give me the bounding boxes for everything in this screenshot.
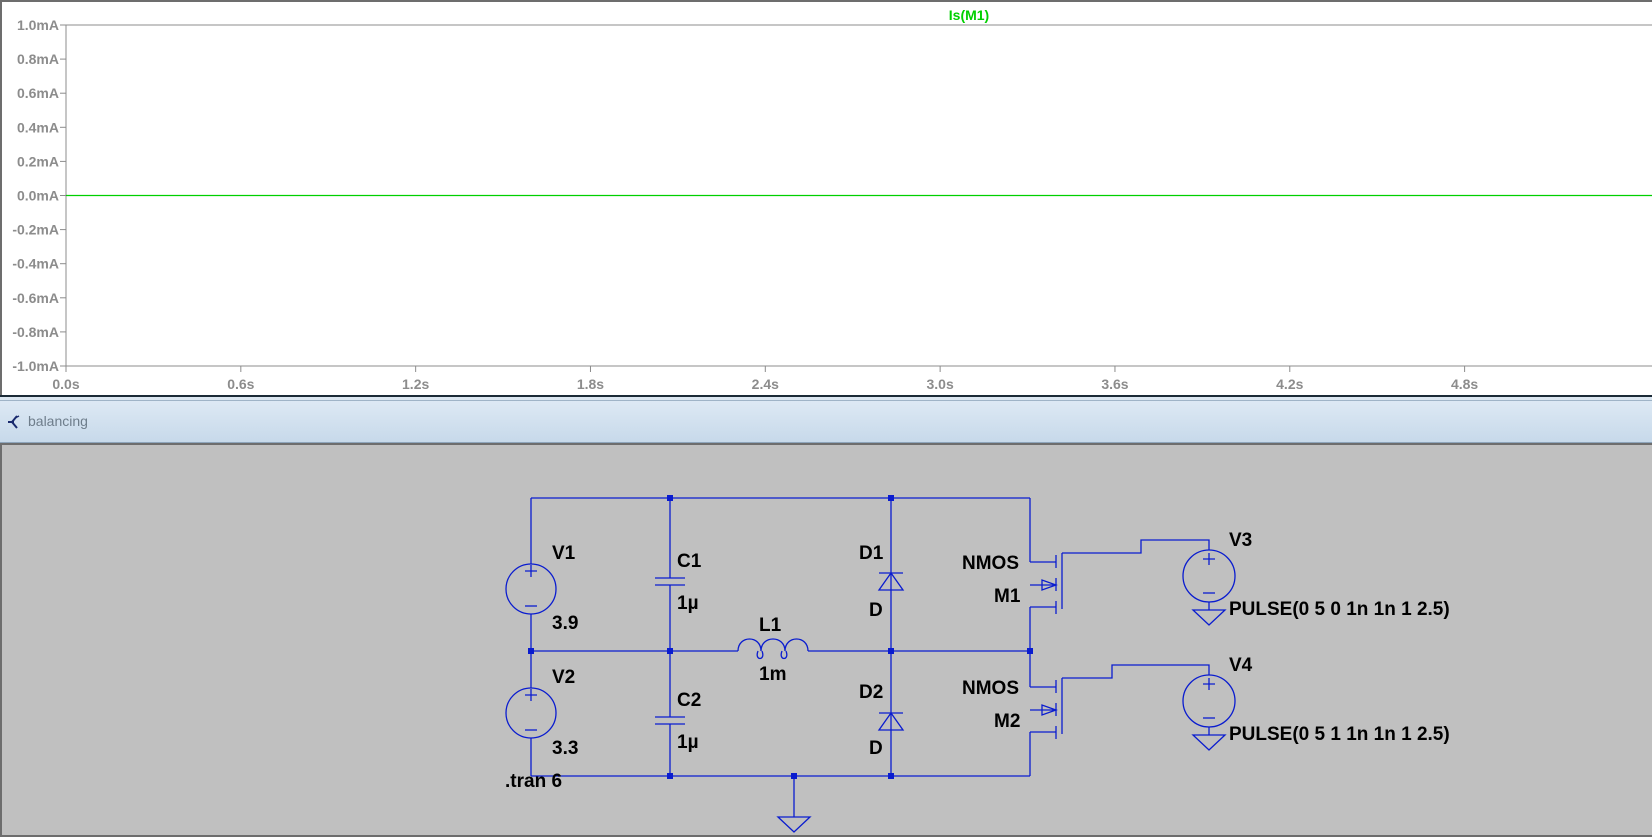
wire-m1-gate-to-v3 [1062, 539, 1210, 554]
v1-value-label: 3.9 [552, 613, 578, 634]
m2-name-label: M2 [994, 711, 1020, 732]
junction-node [1027, 648, 1033, 654]
schematic-window-title: balancing [28, 413, 88, 429]
schematic-app-icon [8, 415, 20, 429]
m2-model-label: NMOS [962, 678, 1019, 699]
y-tick-label: 0.4mA [17, 119, 59, 135]
y-tick-label: 0.8mA [17, 51, 59, 67]
junction-node [667, 495, 673, 501]
y-tick-label: 0.6mA [17, 85, 59, 101]
x-tick-label: 0.0s [52, 376, 79, 392]
y-tick-label: -0.4mA [12, 256, 59, 272]
schematic-drawing[interactable]: V1 3.9 V2 3.3 C1 1µ C2 1µ L1 1m D1 D D2 … [2, 445, 1652, 837]
y-tick-label: 0.0mA [17, 188, 59, 204]
junction-node [528, 648, 534, 654]
x-tick-label: 4.8s [1451, 376, 1478, 392]
x-tick-label: 4.2s [1276, 376, 1303, 392]
capacitor-c2[interactable] [655, 716, 685, 725]
v4-value-label: PULSE(0 5 1 1n 1n 1 2.5) [1229, 724, 1450, 745]
m1-model-label: NMOS [962, 553, 1019, 574]
waveform-plot[interactable]: 1.0mA 0.8mA 0.6mA 0.4mA 0.2mA 0.0mA -0.2mA -0.4… [2, 2, 1652, 397]
y-tick-label: -0.2mA [12, 222, 59, 238]
c1-value-label: 1µ [677, 593, 699, 614]
x-tick-label: 3.6s [1101, 376, 1128, 392]
tran-directive[interactable]: .tran 6 [505, 771, 562, 792]
y-tick-label: 0.2mA [17, 153, 59, 169]
nmos-transistor-m2[interactable] [1030, 678, 1063, 739]
nmos-transistor-m1[interactable] [1030, 553, 1063, 614]
ground-symbol-main [776, 816, 812, 833]
junction-node [667, 773, 673, 779]
y-tick-label: -0.6mA [12, 290, 59, 306]
junction-node [667, 648, 673, 654]
pane-splitter[interactable] [0, 395, 1652, 401]
junction-node [888, 495, 894, 501]
junction-node [888, 648, 894, 654]
v3-value-label: PULSE(0 5 0 1n 1n 1 2.5) [1229, 599, 1450, 620]
waveform-plot-pane[interactable]: 1.0mA 0.8mA 0.6mA 0.4mA 0.2mA 0.0mA -0.2mA -0.4… [0, 0, 1652, 395]
x-tick-label: 1.8s [577, 376, 604, 392]
v2-value-label: 3.3 [552, 738, 578, 759]
voltage-source-v4[interactable] [1182, 674, 1236, 728]
schematic-titlebar[interactable]: balancing [0, 401, 1652, 443]
y-tick-label: -0.8mA [12, 324, 59, 340]
trace-title-is-m1[interactable]: Is(M1) [949, 7, 989, 23]
d1-name-label: D1 [859, 543, 884, 564]
y-tick-label: 1.0mA [17, 17, 59, 33]
c2-value-label: 1µ [677, 732, 699, 753]
capacitor-c1[interactable] [655, 577, 685, 586]
voltage-source-v2[interactable] [505, 687, 557, 739]
voltage-source-v1[interactable] [505, 563, 557, 615]
c1-name-label: C1 [677, 551, 702, 572]
x-tick-label: 1.2s [402, 376, 429, 392]
d1-model-label: D [869, 600, 883, 621]
v4-name-label: V4 [1229, 655, 1253, 676]
wire-m2-gate-to-v4 [1062, 664, 1210, 679]
ground-symbol-v4 [1191, 734, 1227, 751]
diode-d1[interactable] [877, 571, 905, 591]
schematic-canvas[interactable]: V1 3.9 V2 3.3 C1 1µ C2 1µ L1 1m D1 D D2 … [0, 443, 1652, 837]
l1-name-label: L1 [759, 615, 782, 636]
voltage-source-v3[interactable] [1182, 549, 1236, 603]
x-tick-label: 0.6s [227, 376, 254, 392]
ground-symbol-v3 [1191, 609, 1227, 626]
x-tick-label: 3.0s [927, 376, 954, 392]
c2-name-label: C2 [677, 690, 701, 711]
y-tick-label: -1.0mA [12, 358, 59, 374]
d2-model-label: D [869, 738, 883, 759]
inductor-l1[interactable] [737, 638, 809, 660]
v3-name-label: V3 [1229, 530, 1252, 551]
junction-node [791, 773, 797, 779]
l1-value-label: 1m [759, 664, 786, 685]
x-tick-label: 2.4s [752, 376, 779, 392]
v2-name-label: V2 [552, 667, 575, 688]
diode-d2[interactable] [877, 711, 905, 731]
junction-node [888, 773, 894, 779]
v1-name-label: V1 [552, 543, 576, 564]
d2-name-label: D2 [859, 682, 883, 703]
m1-name-label: M1 [994, 586, 1021, 607]
